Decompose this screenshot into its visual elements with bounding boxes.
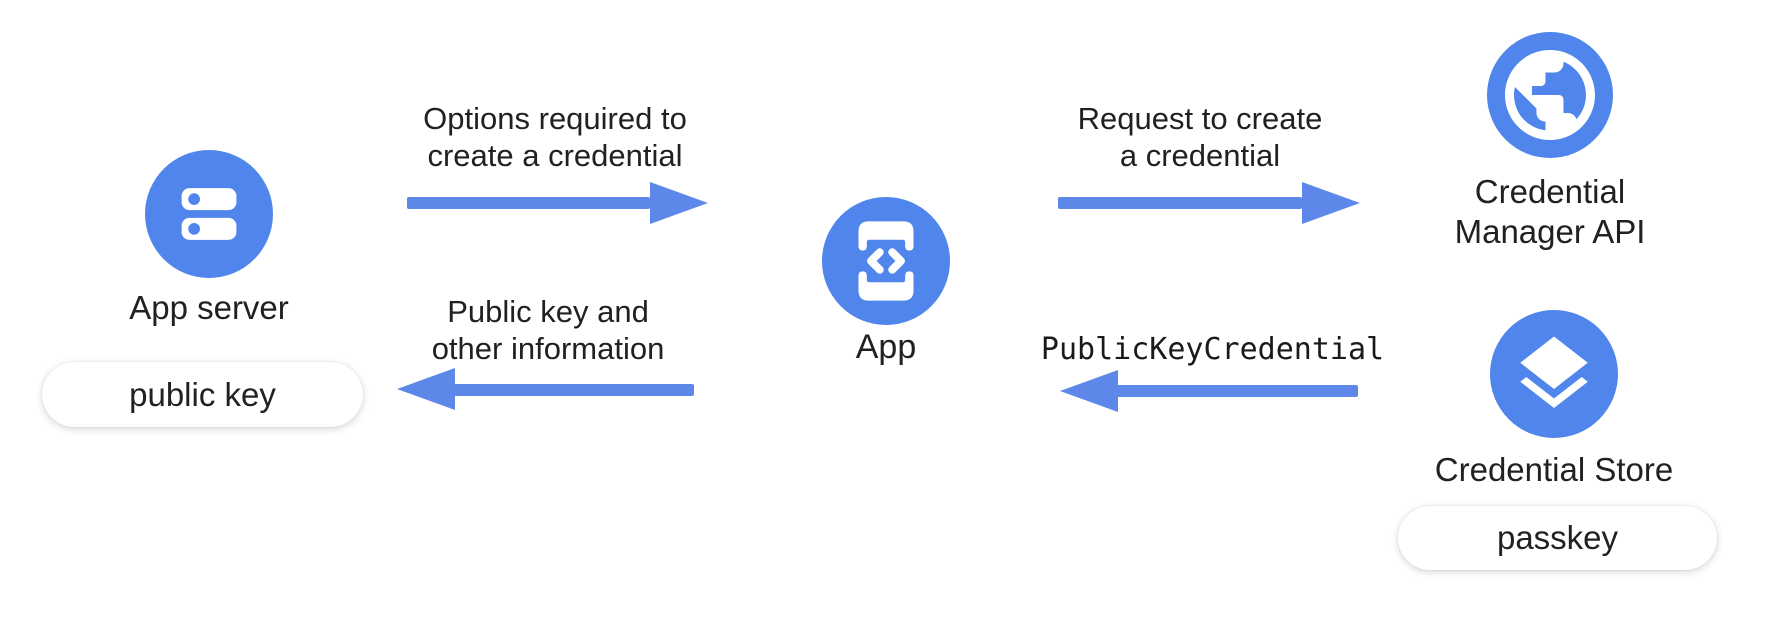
public-key-pill: public key bbox=[42, 362, 363, 427]
request-arrow-label: Request to create a credential bbox=[1077, 101, 1323, 173]
credential-store-label: Credential Store bbox=[1434, 451, 1674, 488]
public-key-info-arrow-shaft bbox=[454, 384, 694, 396]
options-arrow-shaft bbox=[407, 197, 650, 209]
app-server-label: App server bbox=[129, 289, 289, 326]
phone-code-icon bbox=[858, 221, 914, 301]
public-key-pill-label: public key bbox=[129, 375, 276, 413]
public-key-info-arrow-label: Public key and other information bbox=[431, 294, 665, 366]
passkey-pill: passkey bbox=[1398, 506, 1717, 570]
credential-store-node bbox=[1490, 310, 1618, 438]
globe-icon bbox=[1505, 50, 1595, 140]
options-arrow-head-right-icon bbox=[650, 182, 708, 224]
passkey-pill-label: passkey bbox=[1496, 519, 1619, 556]
server-dns-icon bbox=[181, 188, 237, 240]
public-key-credential-arrow-label: PublicKeyCredential bbox=[1040, 332, 1385, 367]
public-key-credential-arrow-shaft bbox=[1117, 385, 1358, 397]
credential-manager-label: Credential Manager API bbox=[1454, 173, 1646, 250]
credential-manager-node bbox=[1487, 32, 1613, 158]
public-key-credential-arrow-head-left-icon bbox=[1060, 370, 1118, 412]
app-label: App bbox=[855, 328, 917, 366]
request-arrow-head-right-icon bbox=[1302, 182, 1360, 224]
layers-icon bbox=[1520, 336, 1588, 409]
request-arrow-shaft bbox=[1058, 197, 1302, 209]
public-key-info-arrow-head-left-icon bbox=[397, 368, 455, 410]
app-node bbox=[822, 197, 950, 325]
options-arrow-label: Options required to create a credential bbox=[423, 101, 687, 173]
app-server-node bbox=[145, 150, 273, 278]
